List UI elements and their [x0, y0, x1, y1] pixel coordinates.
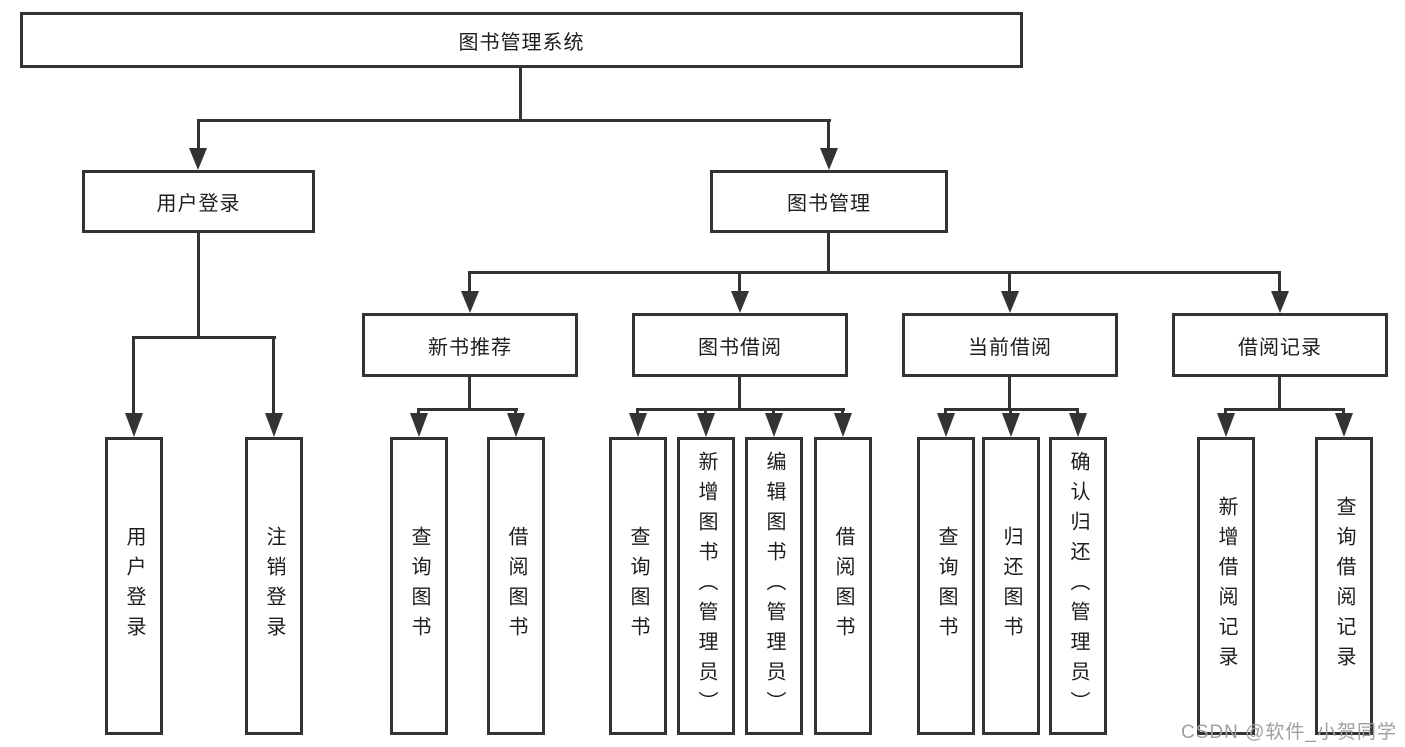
edge-book-borrow-stub	[738, 377, 741, 411]
edge-new-book-rec-stub	[468, 377, 471, 411]
arrowhead-book-management	[820, 148, 838, 170]
arrowhead-br-query	[1335, 413, 1353, 437]
leaf-label: 查询图书	[408, 526, 430, 646]
leaf-user-login: 用户登录	[105, 437, 163, 735]
edge-drop-leaf-logout	[272, 336, 275, 418]
edge-user-login-rail	[133, 336, 276, 339]
node-label: 图书管理系统	[458, 31, 585, 54]
edge-book-management-stub	[827, 233, 830, 273]
arrowhead-new-book-rec	[461, 291, 479, 313]
leaf-br-query-record: 查询借阅记录	[1315, 437, 1373, 735]
arrowhead-bb-borrow	[834, 413, 852, 437]
leaf-bb-add-books-admin: 新增图书（管理员）	[677, 437, 735, 735]
node-book-management: 图书管理	[710, 170, 948, 233]
arrowhead-book-borrow	[731, 291, 749, 313]
leaf-logout: 注销登录	[245, 437, 303, 735]
node-label: 借阅记录	[1238, 336, 1322, 359]
leaf-label: 用户登录	[123, 526, 145, 646]
node-label: 当前借阅	[968, 336, 1052, 359]
arrowhead-user-login	[189, 148, 207, 170]
arrowhead-rec-borrow	[507, 413, 525, 437]
leaf-cb-return-books: 归还图书	[982, 437, 1040, 735]
arrowhead-cb-return	[1002, 413, 1020, 437]
leaf-label: 借阅图书	[505, 526, 527, 646]
csdn-watermark: CSDN @软件_小贺同学	[1181, 722, 1397, 743]
node-borrowing-records: 借阅记录	[1172, 313, 1388, 377]
edge-book-borrow-rail	[637, 408, 845, 411]
edge-root-drop-book-management	[827, 119, 830, 152]
leaf-rec-query-books: 查询图书	[390, 437, 448, 735]
leaf-bb-edit-books-admin: 编辑图书（管理员）	[745, 437, 803, 735]
edge-new-book-rec-rail	[418, 408, 518, 411]
arrowhead-bb-add	[697, 413, 715, 437]
node-label: 图书管理	[787, 193, 871, 215]
edge-current-borrow-stub	[1008, 377, 1011, 411]
leaf-label: 确认归还（管理员）	[1067, 451, 1089, 721]
leaf-label: 编辑图书（管理员）	[763, 451, 785, 721]
node-label: 新书推荐	[428, 336, 512, 359]
node-label: 用户登录	[156, 193, 241, 215]
edge-borrow-records-stub	[1278, 377, 1281, 411]
leaf-br-add-record: 新增借阅记录	[1197, 437, 1255, 735]
edge-drop-book-borrow	[738, 271, 741, 295]
leaf-bb-borrow-books: 借阅图书	[814, 437, 872, 735]
edge-root-drop-user-login	[197, 119, 200, 152]
leaf-bb-query-books: 查询图书	[609, 437, 667, 735]
arrowhead-cb-confirm	[1069, 413, 1087, 437]
leaf-label: 新增借阅记录	[1215, 496, 1237, 676]
leaf-cb-confirm-return-admin: 确认归还（管理员）	[1049, 437, 1107, 735]
arrowhead-bb-query	[629, 413, 647, 437]
leaf-label: 借阅图书	[832, 526, 854, 646]
edge-drop-leaf-user-login	[132, 336, 135, 418]
node-library-management-system: 图书管理系统	[20, 12, 1023, 68]
arrowhead-borrow-records	[1271, 291, 1289, 313]
edge-root-stub	[519, 68, 522, 120]
node-book-borrowing: 图书借阅	[632, 313, 848, 377]
arrowhead-current-borrow	[1001, 291, 1019, 313]
arrowhead-rec-query	[410, 413, 428, 437]
edge-book-management-rail	[468, 271, 1281, 274]
leaf-label: 归还图书	[1000, 526, 1022, 646]
edge-root-rail	[197, 119, 831, 122]
node-user-login: 用户登录	[82, 170, 315, 233]
leaf-label: 查询图书	[935, 526, 957, 646]
node-current-borrowing: 当前借阅	[902, 313, 1118, 377]
arrowhead-bb-edit	[765, 413, 783, 437]
leaf-rec-borrow-books: 借阅图书	[487, 437, 545, 735]
arrowhead-br-add	[1217, 413, 1235, 437]
arrowhead-leaf-logout	[265, 413, 283, 437]
edge-user-login-stub	[197, 233, 200, 337]
leaf-label: 注销登录	[263, 526, 285, 646]
node-new-book-recommendation: 新书推荐	[362, 313, 578, 377]
arrowhead-cb-query	[937, 413, 955, 437]
edge-drop-borrow-records	[1278, 271, 1281, 295]
edge-drop-new-book-rec	[468, 271, 471, 295]
leaf-label: 查询图书	[627, 526, 649, 646]
leaf-cb-query-books: 查询图书	[917, 437, 975, 735]
arrowhead-leaf-user-login	[125, 413, 143, 437]
leaf-label: 新增图书（管理员）	[695, 451, 717, 721]
edge-borrow-records-rail	[1225, 408, 1345, 411]
edge-current-borrow-rail	[945, 408, 1079, 411]
leaf-label: 查询借阅记录	[1333, 496, 1355, 676]
node-label: 图书借阅	[698, 336, 782, 359]
edge-drop-current-borrow	[1008, 271, 1011, 295]
